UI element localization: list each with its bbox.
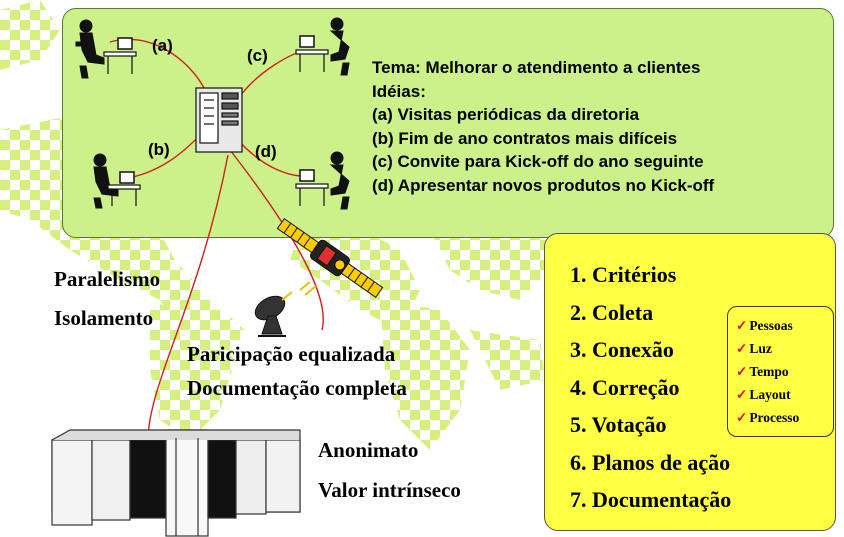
idea-item: (a) Visitas periódicas da diretoria: [372, 105, 640, 124]
correction-item: ✓Layout: [736, 383, 833, 406]
check-icon: ✓: [736, 341, 748, 356]
check-icon: ✓: [736, 318, 748, 333]
step-item: 5. Votação: [570, 412, 667, 437]
idea-item: (d) Apresentar novos produtos no Kick-of…: [372, 175, 715, 195]
ideas-text: Tema: Melhorar o atendimento a clientes …: [372, 56, 714, 197]
step-item: 1. Critérios: [570, 262, 677, 287]
check-icon: ✓: [736, 410, 748, 425]
step-item: 3. Conexão: [570, 337, 674, 362]
correction-item: ✓Pessoas: [736, 314, 833, 337]
feature-documentacao: Documentação completa: [187, 376, 407, 400]
step-item: 6. Planos de ação: [570, 449, 731, 475]
step-item: 2. Coleta: [570, 299, 654, 325]
label-d: (d): [255, 142, 277, 161]
idea-item: (b) Fim de ano contratos mais difíceis: [372, 128, 678, 148]
ideas-subtitle: Idéias:: [372, 81, 426, 101]
correction-factors-box: ✓Pessoas ✓Luz ✓Tempo ✓Layout ✓Processo: [727, 306, 834, 437]
step-item: 7. Documentação: [570, 487, 732, 512]
step-item: 4. Correção: [570, 374, 680, 400]
feature-isolamento: Isolamento: [54, 306, 154, 330]
correction-item: ✓Tempo: [736, 360, 833, 383]
label-c: (c): [247, 46, 268, 65]
check-icon: ✓: [736, 364, 748, 379]
correction-item-label: Pessoas: [749, 318, 793, 333]
ideas-title: Tema: Melhorar o atendimento a clientes: [372, 58, 701, 77]
correction-item: ✓Processo: [736, 406, 833, 429]
feature-participacao: Paricipação equalizada: [187, 342, 396, 366]
correction-item-label: Tempo: [749, 364, 789, 379]
correction-item-label: Processo: [749, 410, 800, 425]
correction-item-label: Luz: [749, 341, 772, 356]
check-icon: ✓: [736, 387, 748, 402]
feature-anonimato: Anonimato: [318, 438, 419, 462]
label-b: (b): [148, 140, 170, 159]
feature-valor: Valor intrínseco: [318, 478, 461, 502]
steps-list: 1. Critérios 2. Coleta 3. Conexão 4. Cor…: [570, 256, 731, 519]
feature-paralelismo: Paralelismo: [54, 267, 161, 291]
idea-item: (c) Convite para Kick-off do ano seguint…: [372, 152, 704, 171]
correction-item: ✓Luz: [736, 337, 833, 360]
correction-item-label: Layout: [749, 387, 791, 402]
label-a: (a): [152, 36, 173, 55]
